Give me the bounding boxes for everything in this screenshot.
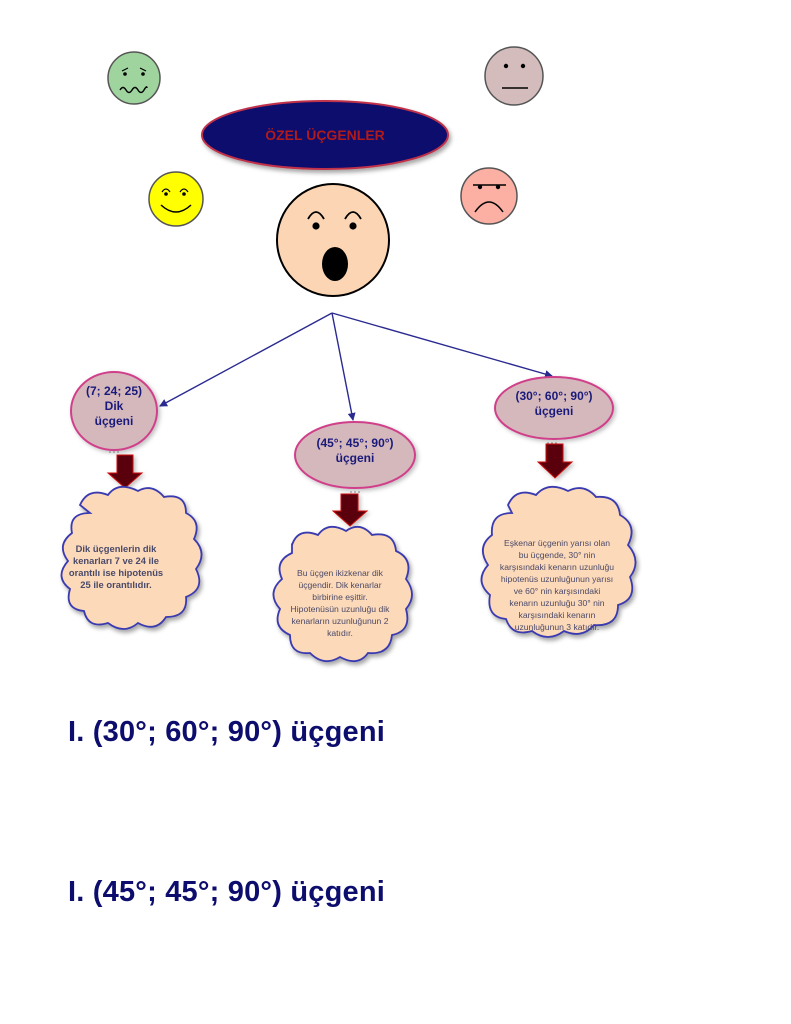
- node-line: (7; 24; 25): [86, 384, 142, 398]
- arrow-to-dik-node: [159, 312, 333, 407]
- down-arrow-icon: [536, 443, 574, 479]
- cloud-45-45-90: Bu üçgen ikizkenar dik üçgendir. Dik ken…: [272, 525, 413, 663]
- cloud-30-60-90: Eşkenar üçgenin yarısı olan bu üçgende, …: [480, 485, 637, 638]
- cloud-line: birbirine eşittir.: [312, 592, 367, 602]
- surprised-face-icon: [276, 183, 390, 297]
- cloud-line: kenarın uzunluğu 30° nin: [509, 598, 604, 608]
- cloud-line: Hipotenüsün uzunluğu dik: [291, 604, 391, 614]
- down-arrow-icon: [106, 454, 144, 489]
- happy-face-icon: [148, 171, 204, 227]
- cloud-line: karşısındaki kenarın uzunluğu: [500, 562, 614, 572]
- cloud-line: ve 60° nin karşısındaki: [514, 586, 601, 596]
- cloud-line: kenarları 7 ve 24 ile: [73, 555, 159, 566]
- cloud-line: uzunluğunun 3 katıdır.: [515, 622, 600, 632]
- cloud-line: kenarların uzunluğunun 2: [292, 616, 389, 626]
- cloud-line: karşısındaki kenarın: [519, 610, 596, 620]
- cloud-line: 25 ile orantılıdır.: [80, 579, 151, 590]
- node-line: (30°; 60°; 90°): [515, 389, 592, 403]
- node-dots: [109, 442, 557, 493]
- worried-face-icon: [107, 51, 161, 105]
- arrow-to-45-node: [331, 312, 356, 421]
- cloud-line: hipotenüs uzunluğunun yarısı: [501, 574, 613, 584]
- node-30-60-90: (30°; 60°; 90°) üçgeni: [494, 376, 614, 440]
- cloud-line: katıdır.: [327, 628, 353, 638]
- node-7-24-25: (7; 24; 25) Dik üçgeni: [70, 371, 158, 451]
- cloud-line: Bu üçgen ikizkenar dik: [297, 568, 384, 578]
- down-arrow-icon: [331, 493, 369, 527]
- title-text: ÖZEL ÜÇGENLER: [265, 127, 385, 143]
- node-line: üçgeni: [95, 414, 134, 428]
- angry-face-icon: [460, 167, 518, 225]
- node-line: (45°; 45°; 90°): [316, 436, 393, 450]
- cloud-line: bu üçgende, 30° nin: [519, 550, 596, 560]
- node-line: üçgeni: [535, 404, 574, 418]
- cloud-line: Dik üçgenlerin dik: [76, 543, 158, 554]
- section-heading-45-45-90: I. (45°; 45°; 90°) üçgeni: [68, 876, 385, 908]
- node-45-45-90: (45°; 45°; 90°) üçgeni: [294, 421, 416, 489]
- cloud-line: orantılı ise hipotenüs: [69, 567, 163, 578]
- section-heading-30-60-90: I. (30°; 60°; 90°) üçgeni: [68, 716, 385, 748]
- title-ellipse: ÖZEL ÜÇGENLER: [201, 100, 449, 170]
- node-line: Dik: [105, 399, 124, 413]
- connector-arrows: [159, 312, 553, 421]
- neutral-face-icon: [484, 46, 544, 106]
- cloud-line: Eşkenar üçgenin yarısı olan: [504, 538, 610, 548]
- arrow-to-30-node: [331, 312, 553, 378]
- node-line: üçgeni: [336, 451, 375, 465]
- cloud-line: üçgendir. Dik kenarlar: [298, 580, 381, 590]
- cloud-7-24-25: Dik üçgenlerin dik kenarları 7 ve 24 ile…: [60, 485, 203, 630]
